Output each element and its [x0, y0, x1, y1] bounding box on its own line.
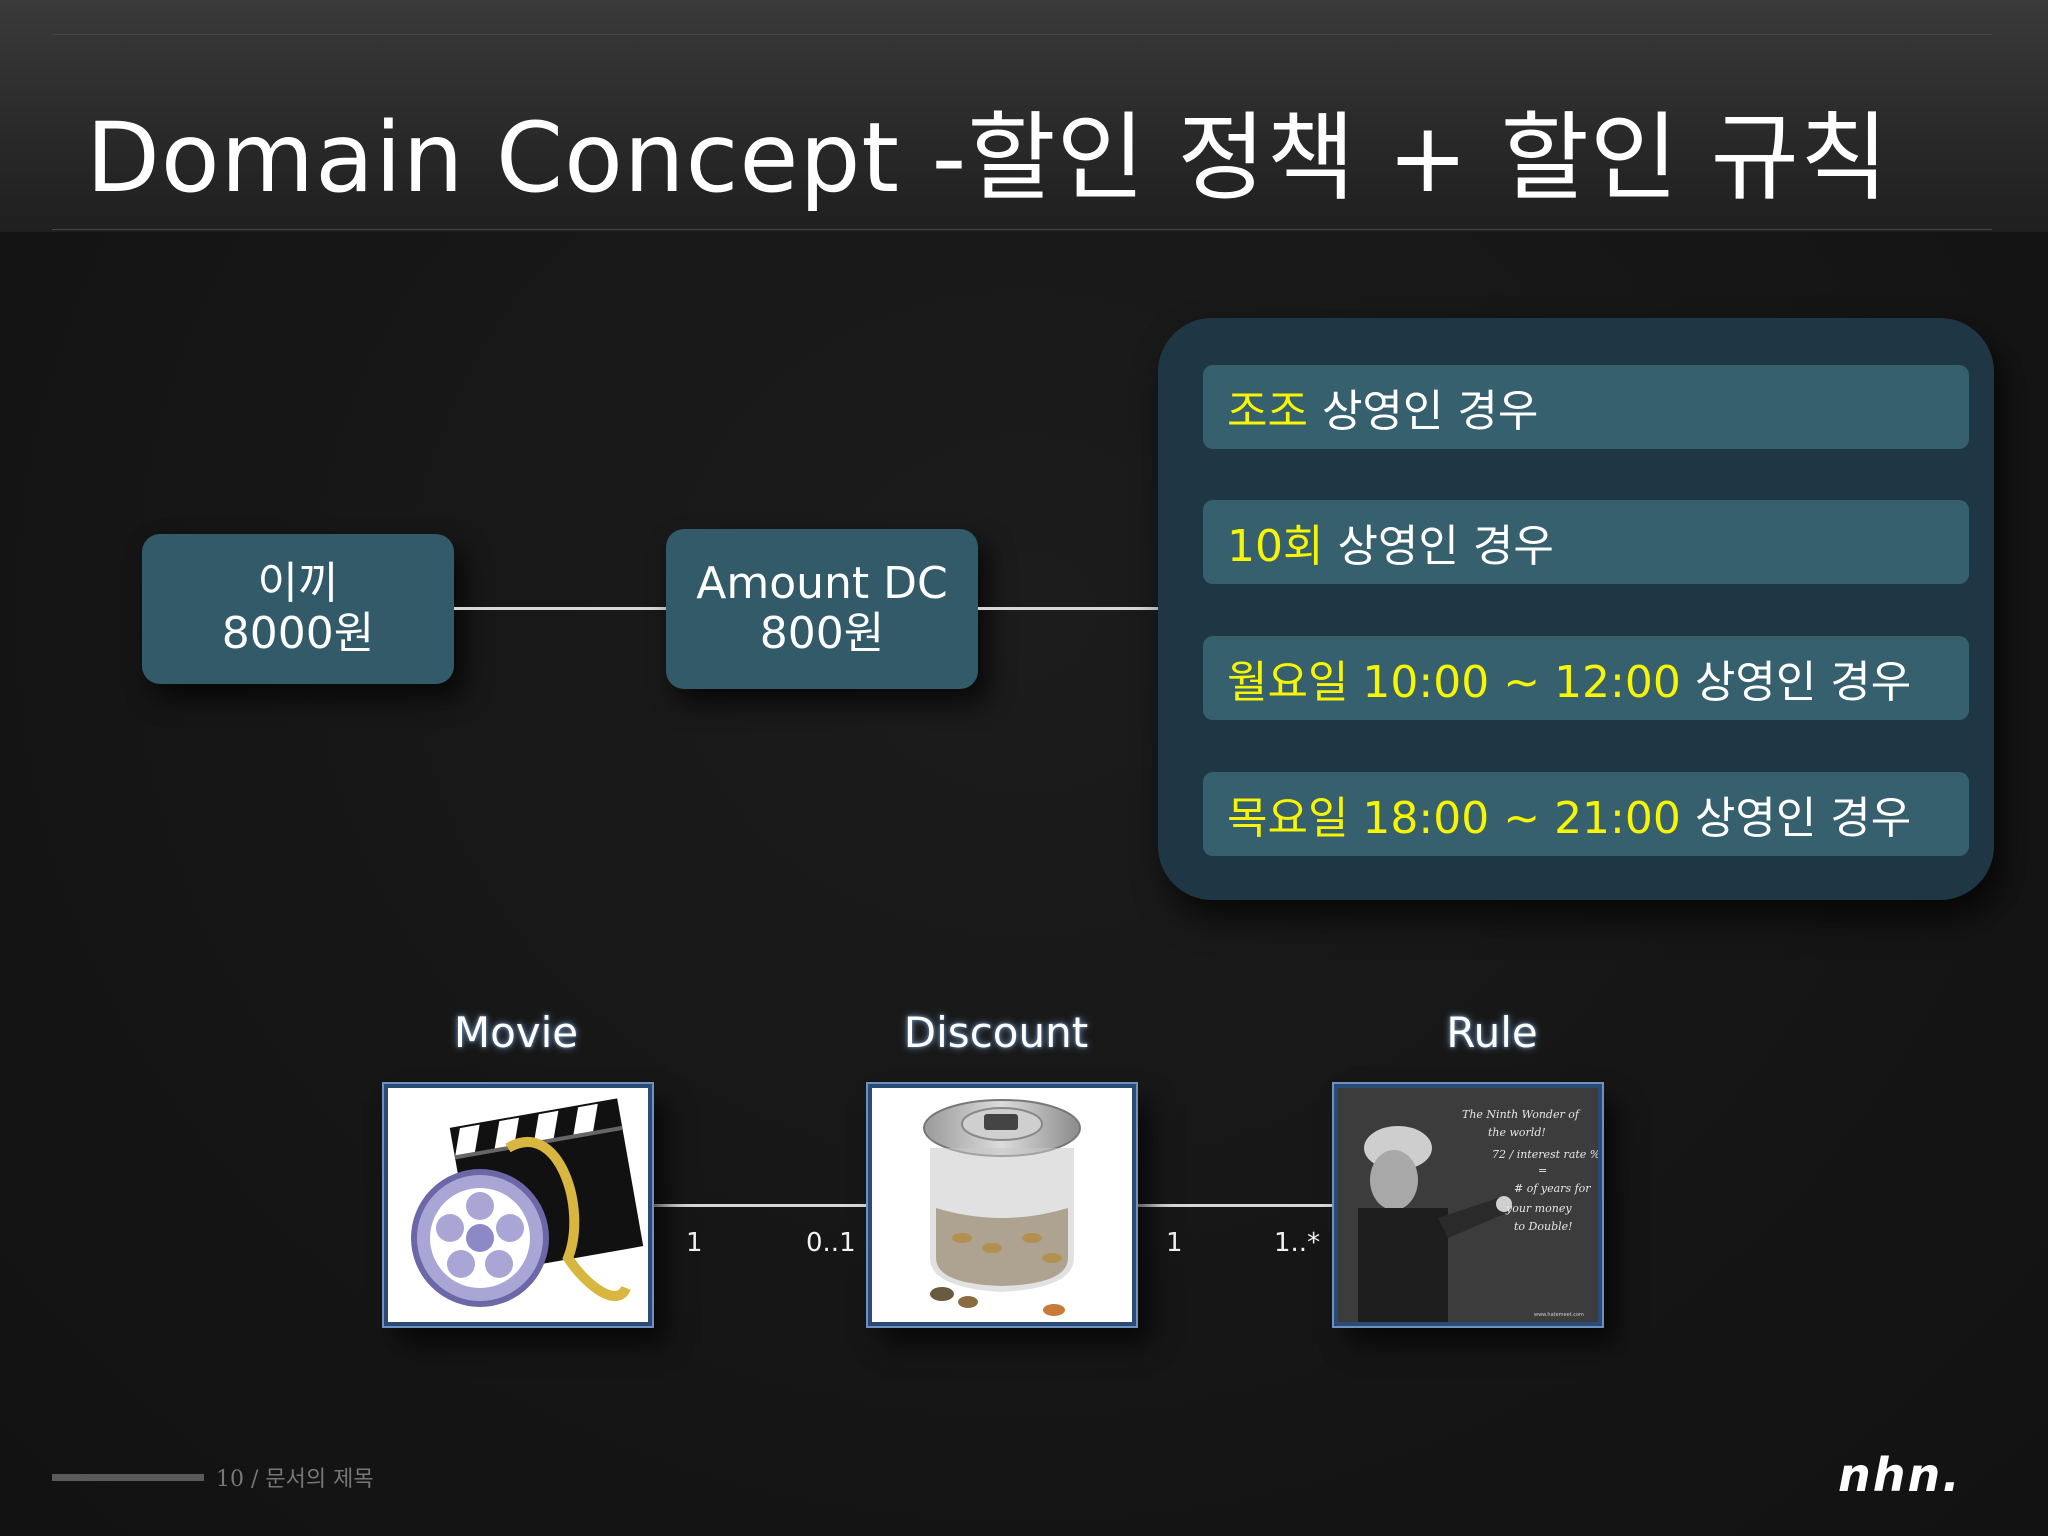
rule-text: 상영인 경우	[1307, 386, 1539, 437]
rule-row: 10회 상영인 경우	[1203, 500, 1969, 584]
chalk-line: =	[1538, 1164, 1547, 1177]
movie-image-frame	[382, 1082, 654, 1328]
discount-class-label: Discount	[903, 1008, 1089, 1057]
rule-highlight: 목요일 18:00 ~ 21:00	[1227, 793, 1681, 844]
nhn-logo: nhn.	[1838, 1448, 1962, 1502]
rule-row: 조조 상영인 경우	[1203, 365, 1969, 449]
footer-bar	[52, 1474, 204, 1481]
discount-amount: 800원	[759, 608, 885, 659]
chalk-line: 72 / interest rate %	[1492, 1148, 1598, 1161]
einstein-chalkboard-image: The Ninth Wonder of the world! 72 / inte…	[1338, 1088, 1598, 1322]
rule-row: 목요일 18:00 ~ 21:00 상영인 경우	[1203, 772, 1969, 856]
chalk-line: the world!	[1488, 1126, 1546, 1139]
title-top-divider	[52, 34, 1992, 35]
rule-text: 상영인 경우	[1680, 793, 1912, 844]
rule-multiplicity: 1..*	[1274, 1228, 1321, 1258]
rule-highlight: 조조	[1227, 386, 1308, 437]
footer-page-label: 10 / 문서의 제목	[216, 1467, 374, 1492]
title-bottom-divider	[52, 229, 1992, 230]
movie-price: 8000원	[221, 608, 375, 659]
movie-instance-box: 이끼 8000원	[142, 534, 454, 684]
discount-rule-association	[1138, 1204, 1334, 1207]
movie-class-label: Movie	[453, 1008, 579, 1057]
discount-instance-box: Amount DC 800원	[666, 529, 978, 689]
coin-jar-icon	[923, 1099, 1081, 1316]
movie-name: 이끼	[257, 558, 339, 609]
movie-discount-association	[652, 1204, 870, 1207]
rule-highlight: 10회	[1227, 521, 1324, 572]
rule-row: 월요일 10:00 ~ 12:00 상영인 경우	[1203, 636, 1969, 720]
film-reel-clapperboard-icon	[411, 1098, 644, 1307]
slide-title: Domain Concept -할인 정책 + 할인 규칙	[86, 102, 1890, 214]
discount-image-frame	[866, 1082, 1138, 1328]
chalk-line: The Ninth Wonder of	[1462, 1108, 1581, 1121]
rule-class-label: Rule	[1446, 1008, 1538, 1057]
title-band	[0, 0, 2048, 232]
chalk-footer-url: www.hatemeet.com	[1534, 1312, 1584, 1318]
chalk-line: to Double!	[1514, 1220, 1573, 1233]
chalk-line: # of years for	[1514, 1182, 1591, 1195]
rule-image-frame: The Ninth Wonder of the world! 72 / inte…	[1332, 1082, 1604, 1328]
discount-right-multiplicity: 1	[1166, 1228, 1183, 1258]
discount-left-multiplicity: 0..1	[806, 1228, 856, 1258]
chalk-line: your money	[1505, 1202, 1572, 1215]
rule-text: 상영인 경우	[1680, 657, 1912, 708]
discount-rules-connector	[978, 607, 1158, 610]
movie-multiplicity: 1	[686, 1228, 703, 1258]
rule-text: 상영인 경우	[1323, 521, 1554, 572]
movie-discount-connector	[454, 607, 666, 610]
rule-highlight: 월요일 10:00 ~ 12:00	[1227, 657, 1681, 708]
discount-type: Amount DC	[696, 558, 948, 609]
